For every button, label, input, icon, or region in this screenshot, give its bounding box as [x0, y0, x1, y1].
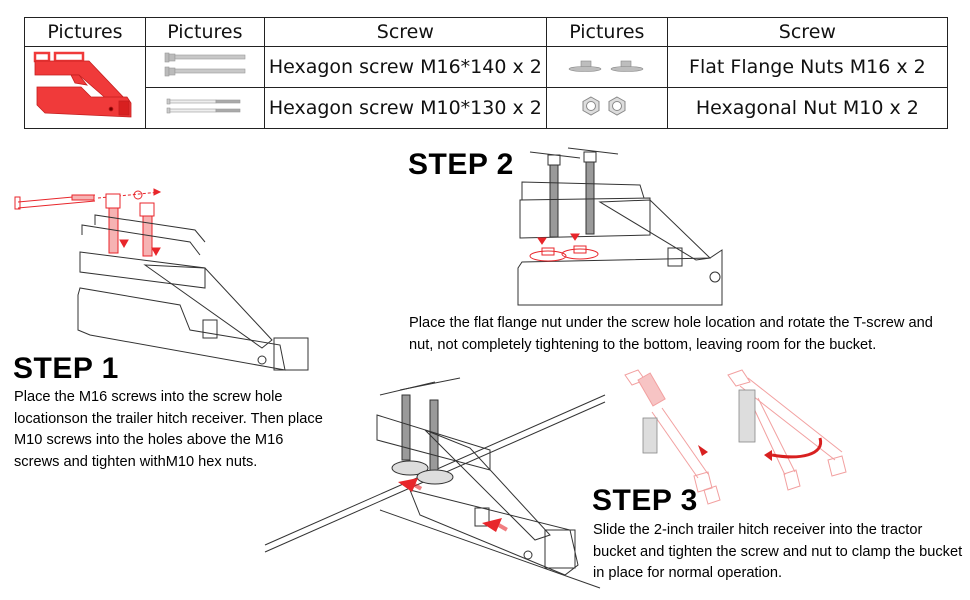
step3-detail-illustration	[624, 369, 847, 505]
red-hitch-receiver-image	[24, 46, 146, 129]
screw-name: Hexagon screw M16*140 x 2	[263, 46, 547, 88]
hex-nut-icon	[582, 95, 626, 116]
parts-table: Pictures Pictures Screw Pictures Screw	[24, 17, 949, 129]
hex-screw-m16-icon	[164, 52, 246, 76]
hex-nuts-image	[545, 87, 668, 129]
screw-name: Hexagon screw M10*130 x 2	[263, 87, 547, 129]
hex-screw-m10-icon	[166, 98, 241, 113]
flange-nuts-image	[545, 46, 668, 88]
header-pictures-3: Pictures	[545, 17, 668, 47]
flange-nut-icon	[568, 60, 644, 72]
step2-text: Place the flat flange nut under the scre…	[409, 315, 933, 353]
step1-title: STEP 1	[13, 352, 119, 385]
header-screw-1: Screw	[263, 17, 547, 47]
header-pictures-2: Pictures	[144, 17, 265, 47]
table-row: Hexagon screw M10*130 x 2 Hexagonal Nut …	[25, 87, 949, 129]
header-pictures-1: Pictures	[24, 17, 146, 47]
step3-title: STEP 3	[592, 484, 698, 517]
table-header-row: Pictures Pictures Screw Pictures Screw	[24, 17, 949, 47]
thin-hex-screws-image	[144, 87, 265, 129]
nut-name: Flat Flange Nuts M16 x 2	[666, 46, 949, 88]
nut-name: Hexagonal Nut M10 x 2	[666, 87, 949, 129]
long-hex-screws-image	[144, 46, 265, 88]
step2-illustration	[517, 147, 723, 306]
header-screw-2: Screw	[666, 17, 949, 47]
hitch-receiver-icon	[33, 51, 132, 118]
table-row: Hexagon screw M16*140 x 2 Flat Flange Nu…	[24, 46, 949, 129]
step1-text: Place the M16 screws into the screw hole…	[14, 389, 323, 470]
step3-text: Slide the 2-inch trailer hitch receiver …	[593, 522, 963, 581]
step1-illustration	[14, 188, 309, 371]
step3-illustration	[264, 377, 606, 589]
step2-title: STEP 2	[408, 148, 514, 181]
